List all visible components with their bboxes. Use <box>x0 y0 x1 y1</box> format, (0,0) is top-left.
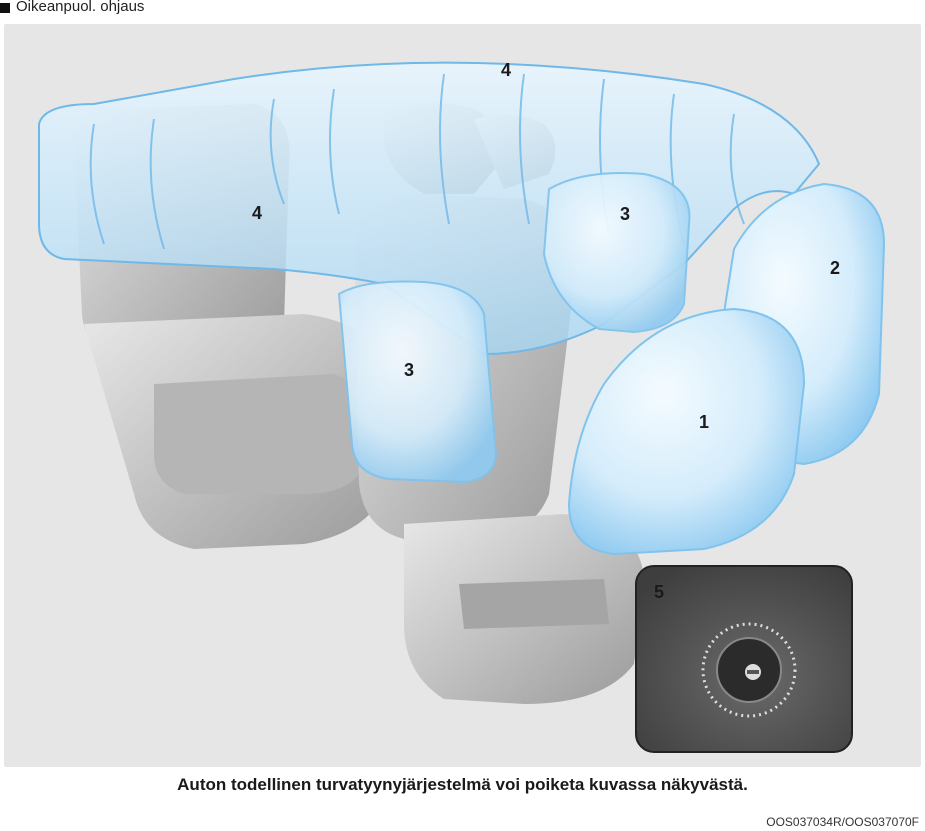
callout-3-rear: 3 <box>404 360 414 380</box>
airbag-illustration: 1 2 3 3 4 4 5 <box>4 24 921 767</box>
section-header: Oikeanpuol. ohjaus <box>0 0 925 20</box>
figure-caption: Auton todellinen turvatyynyjärjestelmä v… <box>0 775 925 795</box>
figure-code: OOS037034R/OOS037070F <box>766 815 919 829</box>
section-marker-square <box>0 3 10 13</box>
callout-4-left: 4 <box>252 203 262 223</box>
front-airbag <box>569 309 804 554</box>
callout-4-top: 4 <box>501 60 511 80</box>
callout-2: 2 <box>830 258 840 278</box>
passenger-airbag-switch-inset <box>636 566 852 752</box>
callout-5: 5 <box>654 582 664 602</box>
side-airbag-rear <box>339 282 496 483</box>
callout-1: 1 <box>699 412 709 432</box>
section-label: Oikeanpuol. ohjaus <box>16 0 144 15</box>
callout-3-front: 3 <box>620 204 630 224</box>
